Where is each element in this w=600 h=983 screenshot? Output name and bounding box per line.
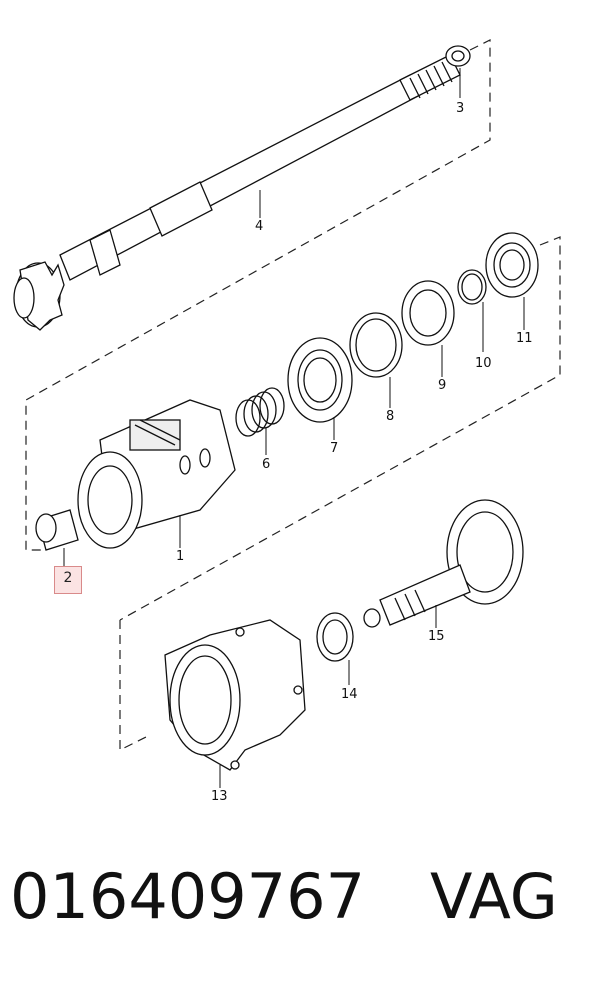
part-number: 016409767: [10, 860, 366, 933]
shaft-part-4: [13, 54, 461, 331]
label-3: 3: [456, 101, 464, 116]
dashed-frame-lower: [119, 620, 151, 751]
dashed-frame-upper: [25, 39, 491, 551]
circlip-part-10: [457, 269, 487, 305]
flange-shaft-part-15: [363, 499, 524, 628]
exploded-parts-diagram: 3 4 1 6 7 8 9 10 11 13 14 15: [13, 39, 561, 804]
seal-part-14: [316, 612, 354, 662]
part-labels: 3 4 1 6 7 8 9 10 11 13 14 15: [176, 101, 533, 804]
leader-lines: [63, 68, 525, 788]
label-9: 9: [438, 378, 446, 393]
ring-part-8: [349, 312, 403, 378]
label-14: 14: [341, 687, 358, 702]
label-13: 13: [211, 789, 228, 804]
label-10: 10: [475, 356, 492, 371]
label-1: 1: [176, 549, 184, 564]
bearing-part-3: [445, 45, 471, 67]
housing-part-13: [164, 619, 306, 771]
spring-part-6: [235, 387, 285, 437]
highlighted-part-box[interactable]: [54, 566, 82, 594]
bearing-part-11: [485, 232, 539, 298]
footer: 016409767 VAG: [10, 860, 590, 960]
label-15: 15: [428, 629, 445, 644]
brand-name: VAG: [430, 860, 558, 933]
label-4: 4: [255, 219, 263, 234]
label-11: 11: [516, 331, 533, 346]
label-2: 2: [63, 570, 73, 586]
label-8: 8: [386, 409, 394, 424]
bearing-part-7: [287, 337, 353, 423]
washer-part-9: [401, 280, 455, 346]
housing-part-1: [77, 399, 236, 549]
bushing-part-2: [35, 509, 79, 551]
dashed-frame-middle: [119, 236, 561, 621]
label-6: 6: [262, 457, 270, 472]
label-7: 7: [330, 441, 338, 456]
